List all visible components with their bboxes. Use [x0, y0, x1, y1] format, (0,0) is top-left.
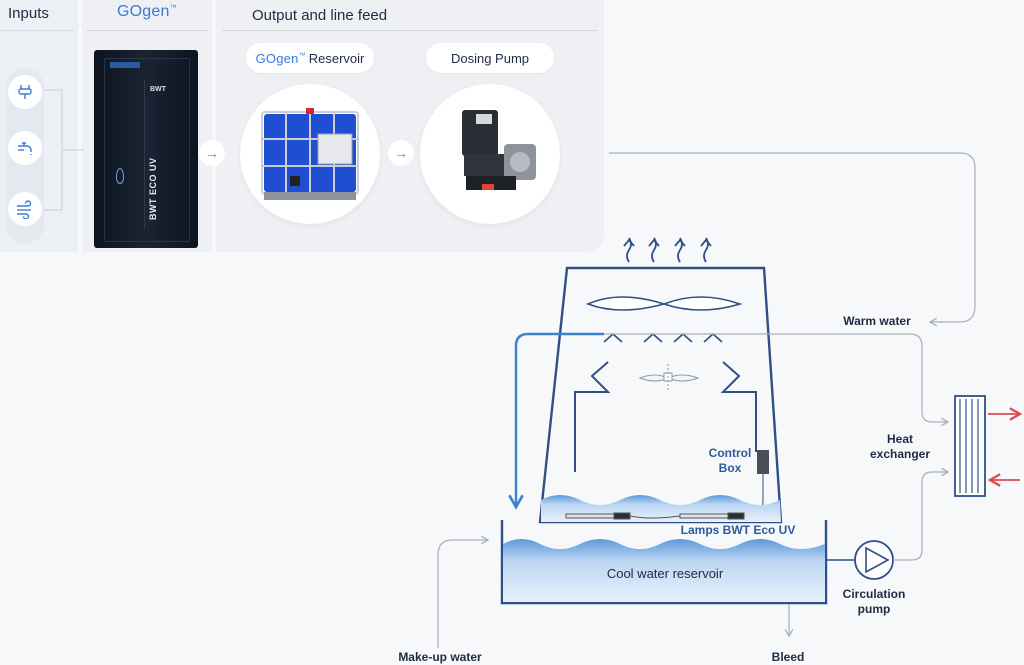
gogen-logo: GOgen™ — [117, 3, 177, 20]
fan-icon — [585, 296, 743, 311]
steam-arrows — [623, 237, 712, 263]
cool-water-reservoir-label: Cool water reservoir — [606, 566, 724, 581]
fill-media — [574, 361, 757, 472]
reservoir-pill: GOgen™ Reservoir — [246, 43, 374, 73]
cool-water-reservoir-tank — [500, 520, 828, 605]
inputs-divider — [0, 30, 74, 31]
return-line — [508, 332, 604, 510]
arrow-right-icon: → — [199, 140, 225, 166]
ibc-tank-icon — [261, 108, 359, 200]
dosing-pump-circle — [420, 84, 560, 224]
reservoir-circle — [240, 84, 380, 224]
gogen-divider — [86, 30, 208, 31]
bleed-label: Bleed — [771, 650, 805, 664]
uv-lamps — [565, 512, 745, 520]
warm-water-line — [604, 333, 950, 427]
gogen-cabinet-image: BWT BWT ECO UV — [94, 50, 198, 248]
bwt-logo: BWT — [150, 86, 166, 93]
dosing-pump-icon — [462, 110, 536, 190]
control-box-label: Control Box — [708, 446, 752, 475]
pump-outlet-line — [893, 467, 950, 561]
circulation-pump-label: Circulation pump — [842, 587, 906, 616]
heat-exchanger-icon — [954, 395, 986, 497]
output-title: Output and line feed — [252, 7, 388, 24]
makeup-water-line — [437, 535, 490, 648]
spray-nozzles — [603, 332, 723, 343]
faucet-icon — [8, 131, 42, 165]
arrow-right-icon: → — [388, 140, 414, 166]
inputs-connector — [44, 89, 84, 211]
air-flow-icon — [8, 192, 42, 226]
control-box — [757, 450, 769, 474]
plug-icon — [8, 75, 42, 109]
inputs-title: Inputs — [8, 5, 49, 22]
heat-exchanger-label: Heat exchanger — [869, 432, 931, 461]
makeup-water-label: Make-up water — [398, 650, 482, 664]
droplet-icon — [116, 168, 124, 184]
reservoir-water — [503, 539, 825, 602]
dosing-feed-line — [609, 152, 976, 327]
lamps-label: Lamps BWT Eco UV — [680, 523, 796, 537]
cooling-tower-outline — [538, 266, 783, 524]
internal-fan-icon — [638, 364, 700, 392]
warm-water-label: Warm water — [843, 314, 911, 328]
dosing-pump-pill: Dosing Pump — [426, 43, 554, 73]
output-divider — [222, 30, 598, 31]
